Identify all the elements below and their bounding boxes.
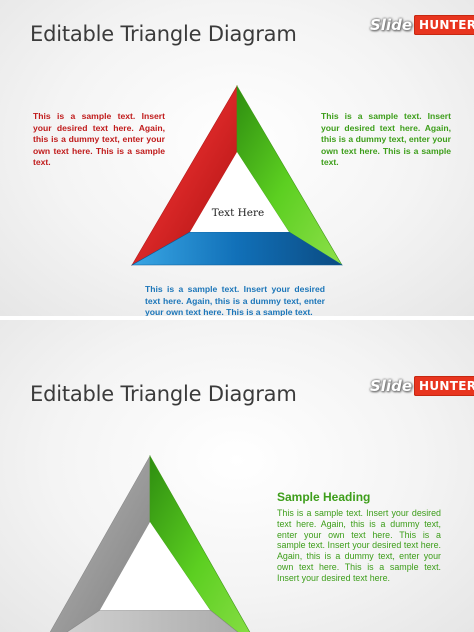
slide-2: Editable Triangle Diagram Slide HUNTER bbox=[0, 316, 474, 632]
logo-text-hunter: HUNTER bbox=[414, 376, 474, 396]
text-right-green[interactable]: This is a sample text. Insert your desir… bbox=[321, 111, 451, 168]
slidehunter-logo[interactable]: Slide HUNTER bbox=[370, 375, 474, 397]
logo-text-slide: Slide bbox=[370, 16, 412, 34]
slidehunter-logo[interactable]: Slide HUNTER bbox=[370, 14, 474, 36]
logo-text-hunter: HUNTER bbox=[414, 15, 474, 35]
triangle-diagram bbox=[49, 454, 251, 632]
triangle-center-label[interactable]: Text Here bbox=[211, 207, 265, 219]
slide-title: Editable Triangle Diagram bbox=[30, 382, 297, 406]
slide-1: Editable Triangle Diagram Slide HUNTER bbox=[0, 0, 474, 316]
text-right-green[interactable]: This is a sample text. Insert your desir… bbox=[277, 508, 441, 583]
triangle-center bbox=[100, 522, 210, 610]
sample-heading[interactable]: Sample Heading bbox=[277, 490, 371, 504]
slide-title: Editable Triangle Diagram bbox=[30, 22, 297, 46]
triangle-center bbox=[190, 152, 289, 232]
logo-text-slide: Slide bbox=[370, 377, 412, 395]
text-bottom-blue[interactable]: This is a sample text. Insert your desir… bbox=[145, 284, 325, 316]
text-left-red[interactable]: This is a sample text. Insert your desir… bbox=[33, 111, 165, 168]
triangle-diagram bbox=[130, 84, 344, 266]
